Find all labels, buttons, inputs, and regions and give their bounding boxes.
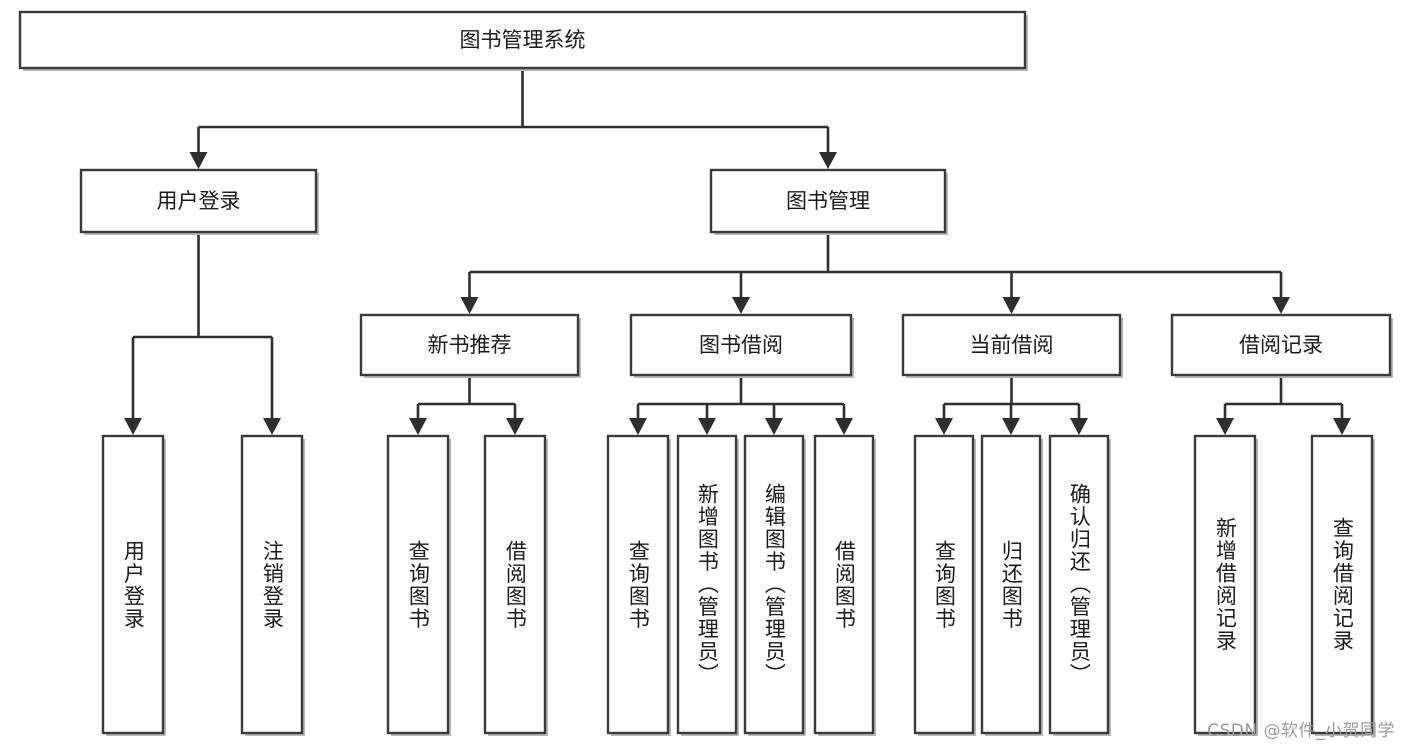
node-box-leaf-query-record[interactable] xyxy=(1310,434,1374,735)
node-box-leaf-query-book-current[interactable] xyxy=(913,434,975,735)
arrowhead-leaf-borrow-book-rec xyxy=(506,418,524,435)
node-box-leaf-return-book[interactable] xyxy=(980,434,1042,735)
node-label-book-borrow: 图书借阅 xyxy=(699,333,783,357)
arrowhead-book-manage xyxy=(819,152,837,169)
arrowhead-book-borrow xyxy=(732,297,750,314)
node-box-leaf-edit-book[interactable] xyxy=(743,434,805,735)
node-box-leaf-query-book-borrow[interactable] xyxy=(606,434,670,735)
node-label-root: 图书管理系统 xyxy=(460,28,586,52)
arrowhead-leaf-add-book xyxy=(698,418,716,435)
node-box-leaf-confirm-return[interactable] xyxy=(1048,434,1110,735)
arrowhead-borrow-record xyxy=(1272,297,1290,314)
arrowhead-leaf-query-record xyxy=(1333,418,1351,435)
arrowhead-leaf-confirm-return xyxy=(1070,418,1088,435)
arrowhead-leaf-add-record xyxy=(1216,418,1234,435)
node-box-current-borrow[interactable] xyxy=(901,313,1122,377)
node-box-borrow-record[interactable] xyxy=(1170,313,1392,377)
node-box-leaf-borrow-book-rec[interactable] xyxy=(483,434,547,735)
node-box-root[interactable] xyxy=(18,10,1027,70)
node-label-borrow-record: 借阅记录 xyxy=(1239,333,1323,357)
node-box-leaf-query-book-rec[interactable] xyxy=(386,434,450,735)
node-box-user-login[interactable] xyxy=(79,168,318,234)
watermark-text: CSDN @软件_小贺同学 xyxy=(1207,721,1395,741)
arrowhead-leaf-edit-book xyxy=(765,418,783,435)
node-box-leaf-add-record[interactable] xyxy=(1193,434,1257,735)
node-box-leaf-user-logout[interactable] xyxy=(240,434,304,735)
arrowhead-leaf-user-logout xyxy=(263,418,281,435)
boxes-layer xyxy=(18,10,1393,736)
arrowhead-leaf-query-book-rec xyxy=(409,418,427,435)
arrowhead-new-book-rec xyxy=(460,297,479,314)
arrowhead-leaf-user-login xyxy=(124,418,142,435)
arrowhead-leaf-borrow-book xyxy=(835,418,853,435)
node-box-book-manage[interactable] xyxy=(709,168,947,234)
node-box-book-borrow[interactable] xyxy=(629,313,853,377)
node-label-current-borrow: 当前借阅 xyxy=(970,333,1054,357)
node-box-leaf-borrow-book[interactable] xyxy=(813,434,875,735)
node-label-user-login: 用户登录 xyxy=(157,189,241,213)
arrowhead-leaf-return-book xyxy=(1002,418,1020,435)
node-box-leaf-add-book[interactable] xyxy=(676,434,738,735)
arrowhead-leaf-query-book-current xyxy=(935,418,953,435)
arrowhead-leaf-query-book-borrow xyxy=(629,418,647,435)
connectors-layer xyxy=(124,68,1351,435)
node-label-book-manage: 图书管理 xyxy=(786,189,870,213)
arrowhead-current-borrow xyxy=(1002,297,1021,314)
node-box-leaf-user-login[interactable] xyxy=(101,434,165,735)
node-label-new-book-rec: 新书推荐 xyxy=(428,333,512,357)
node-box-new-book-rec[interactable] xyxy=(359,313,580,377)
arrowhead-user-login xyxy=(189,152,208,169)
